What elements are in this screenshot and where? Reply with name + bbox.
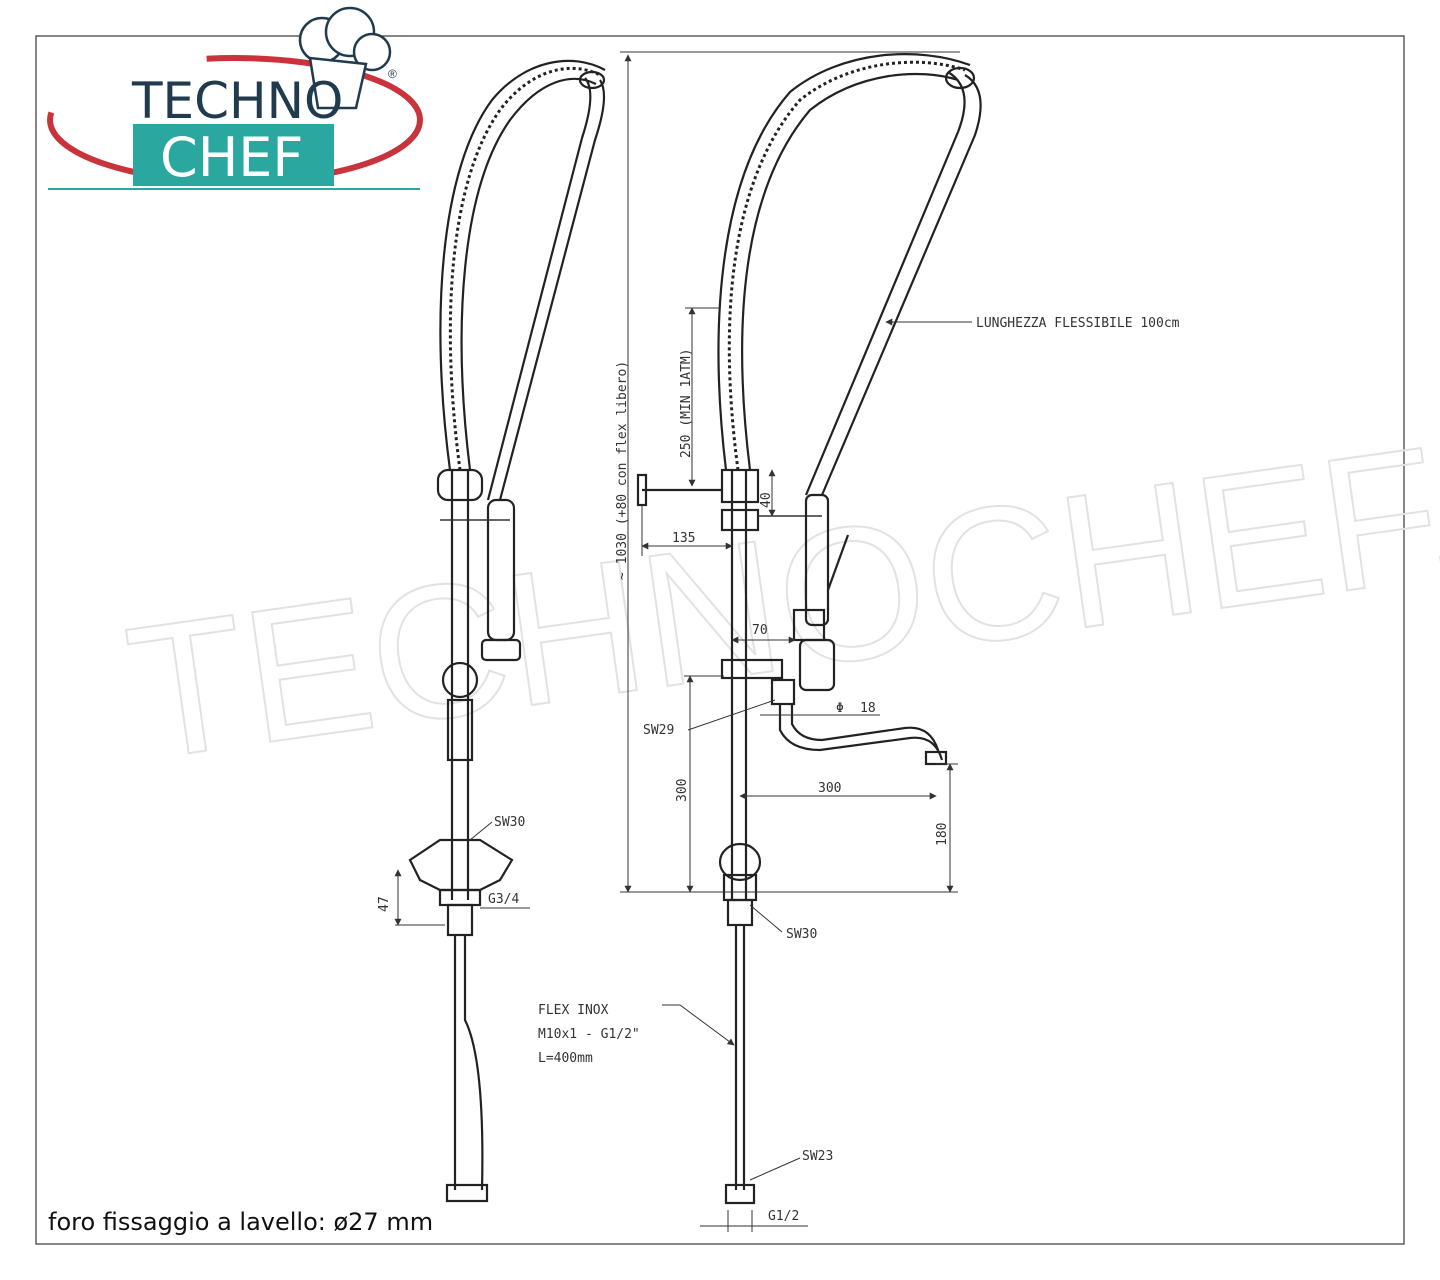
right-label-g12: G1/2 bbox=[768, 1209, 799, 1224]
drawing-frame bbox=[35, 35, 1405, 1245]
left-mixer-body bbox=[408, 838, 514, 892]
right-dim-135: 135 bbox=[672, 531, 695, 546]
right-dim-height: ~ 1030 (+80 con flex libero) bbox=[615, 361, 630, 580]
logo-line1: TECHNO bbox=[131, 72, 343, 130]
chef-hat-icon bbox=[298, 6, 392, 110]
watermark: TECHNOCHEF.IT bbox=[116, 379, 1440, 800]
right-spring-coil bbox=[727, 60, 966, 471]
left-label-g34: G3/4 bbox=[488, 892, 519, 907]
right-dim-40: 40 bbox=[759, 492, 774, 508]
logo-line2: CHEF bbox=[160, 126, 304, 189]
left-dim-47: 47 bbox=[377, 896, 392, 912]
logo-teal-box bbox=[133, 124, 334, 186]
caption-sink-hole: foro fissaggio a lavello: ø27 mm bbox=[48, 1208, 434, 1236]
logo-registered: ® bbox=[388, 67, 397, 81]
right-label-phi: Φ bbox=[836, 701, 844, 716]
technochef-logo: TECHNO ® CHEF bbox=[47, 6, 423, 190]
right-label-flex1: FLEX INOX bbox=[538, 1003, 609, 1018]
right-shower-valve bbox=[804, 493, 830, 627]
left-view: 47 G3/4 SW30 bbox=[377, 59, 606, 1203]
right-dim-300-horizontal: 300 bbox=[818, 781, 841, 796]
right-rigid-arm bbox=[820, 74, 982, 496]
right-dim-spring: 250 (MIN 1ATM) bbox=[679, 348, 694, 458]
left-spring-coil bbox=[448, 67, 601, 471]
right-label-sw23: SW23 bbox=[802, 1149, 833, 1164]
right-dim-300-vertical: 300 bbox=[675, 779, 690, 802]
right-swing-spout bbox=[778, 704, 944, 761]
right-label-sw30: SW30 bbox=[786, 927, 817, 942]
right-dim-70: 70 bbox=[752, 623, 768, 638]
right-dim-180: 180 bbox=[935, 823, 950, 846]
right-label-hose-length: LUNGHEZZA FLESSIBILE 100cm bbox=[976, 316, 1180, 331]
left-label-sw30: SW30 bbox=[494, 815, 525, 830]
right-label-flex3: L=400mm bbox=[538, 1051, 593, 1066]
right-label-sw29: SW29 bbox=[643, 723, 674, 738]
right-dim-18: 18 bbox=[860, 701, 876, 716]
right-view: ~ 1030 (+80 con flex libero) 250 (MIN 1A… bbox=[538, 51, 1180, 1232]
left-rigid-arm bbox=[498, 79, 606, 501]
right-label-flex2: M10x1 - G1/2" bbox=[538, 1027, 640, 1042]
